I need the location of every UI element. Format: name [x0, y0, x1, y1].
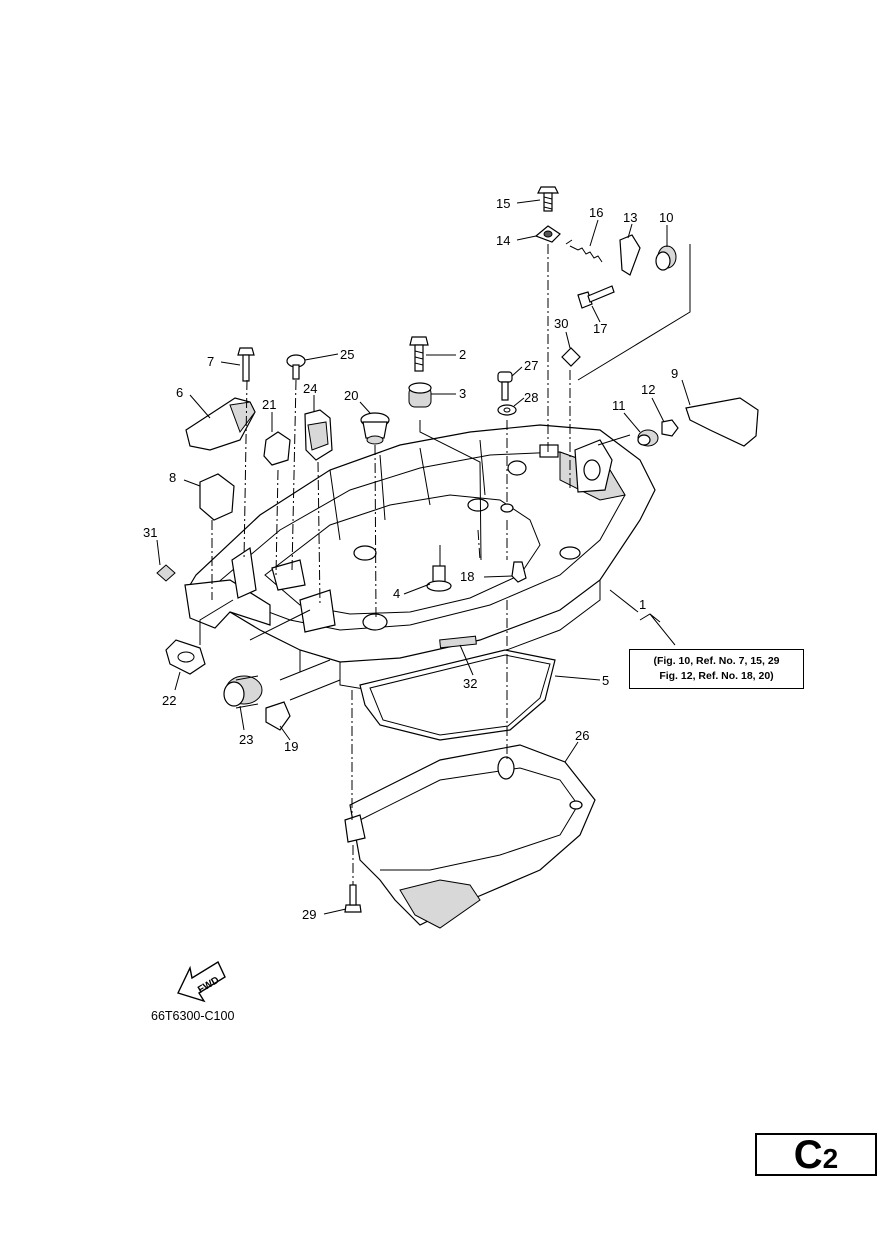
- part-4-collar: [426, 565, 452, 592]
- callout-18: 18: [460, 569, 474, 584]
- part-18-screw: [511, 561, 527, 583]
- callout-1: 1: [639, 597, 646, 612]
- callout-25: 25: [340, 347, 354, 362]
- callout-22: 22: [162, 693, 176, 708]
- callout-2: 2: [459, 347, 466, 362]
- part-16-spring: [565, 239, 603, 263]
- bottom-cowling: [184, 424, 656, 691]
- callout-21: 21: [262, 397, 276, 412]
- part-23-mount: [223, 675, 263, 709]
- callout-12: 12: [641, 382, 655, 397]
- part-20-grommet: [360, 412, 390, 445]
- callout-11: 11: [612, 398, 626, 413]
- callout-7: 7: [207, 354, 214, 369]
- callout-16: 16: [589, 205, 603, 220]
- callout-14: 14: [496, 233, 510, 248]
- part-9-lever: [685, 397, 759, 447]
- part-31-label: [156, 564, 176, 582]
- part-30-label: [561, 347, 581, 367]
- part-21-cap: [263, 431, 291, 466]
- callout-3: 3: [459, 386, 466, 401]
- reference-note: (Fig. 10, Ref. No. 7, 15, 29 Fig. 12, Re…: [629, 649, 804, 689]
- callout-13: 13: [623, 210, 637, 225]
- callout-10: 10: [659, 210, 673, 225]
- callout-23: 23: [239, 732, 253, 747]
- part-10-grommet: [655, 245, 677, 271]
- callout-9: 9: [671, 366, 678, 381]
- part-15-screw: [537, 186, 559, 212]
- part-17-bolt: [577, 285, 615, 309]
- part-8-pad: [199, 473, 235, 521]
- part-12-washer: [661, 419, 679, 437]
- callout-15: 15: [496, 196, 510, 211]
- callout-28: 28: [524, 390, 538, 405]
- callout-numbers: 15 14 16 13 10 17 30 2 3 27 28 7 25 6 24…: [143, 196, 678, 922]
- page-tag: C2: [755, 1133, 877, 1176]
- assembly-lines: [199, 244, 691, 885]
- callout-30: 30: [554, 316, 568, 331]
- part-29-screw: [344, 884, 362, 913]
- callout-31: 31: [143, 525, 157, 540]
- callout-4: 4: [393, 586, 400, 601]
- note-line-1: (Fig. 10, Ref. No. 7, 15, 29: [653, 655, 780, 667]
- callout-19: 19: [284, 739, 298, 754]
- note-line-2: Fig. 12, Ref. No. 18, 20): [659, 670, 774, 682]
- callout-26: 26: [575, 728, 589, 743]
- callout-17: 17: [593, 321, 607, 336]
- callout-29: 29: [302, 907, 316, 922]
- fwd-arrow-icon: FWD: [177, 960, 226, 1003]
- part-24-clip: [304, 409, 333, 461]
- lower-cover: [344, 744, 596, 929]
- callout-20: 20: [344, 388, 358, 403]
- callout-24: 24: [303, 381, 317, 396]
- part-27-bolt: [497, 371, 513, 401]
- callout-27: 27: [524, 358, 538, 373]
- callout-5: 5: [602, 673, 609, 688]
- callout-32: 32: [463, 676, 477, 691]
- page-tag-number: 2: [822, 1143, 839, 1174]
- part-13-lever: [619, 234, 641, 276]
- callout-6: 6: [176, 385, 183, 400]
- part-3-grommet: [408, 382, 432, 408]
- callout-8: 8: [169, 470, 176, 485]
- part-11-collar: [637, 429, 659, 447]
- part-2-bolt: [409, 336, 429, 372]
- part-19-plate: [265, 701, 291, 731]
- leader-lines: [156, 199, 691, 915]
- part-28-washer: [497, 404, 517, 416]
- page-tag-letter: C: [793, 1133, 823, 1177]
- part-7-screw: [237, 347, 255, 382]
- part-25-rivet: [286, 354, 306, 380]
- seal: [359, 649, 556, 741]
- diagram-code: 66T6300-C100: [151, 1009, 235, 1023]
- part-22-grommet: [165, 639, 206, 675]
